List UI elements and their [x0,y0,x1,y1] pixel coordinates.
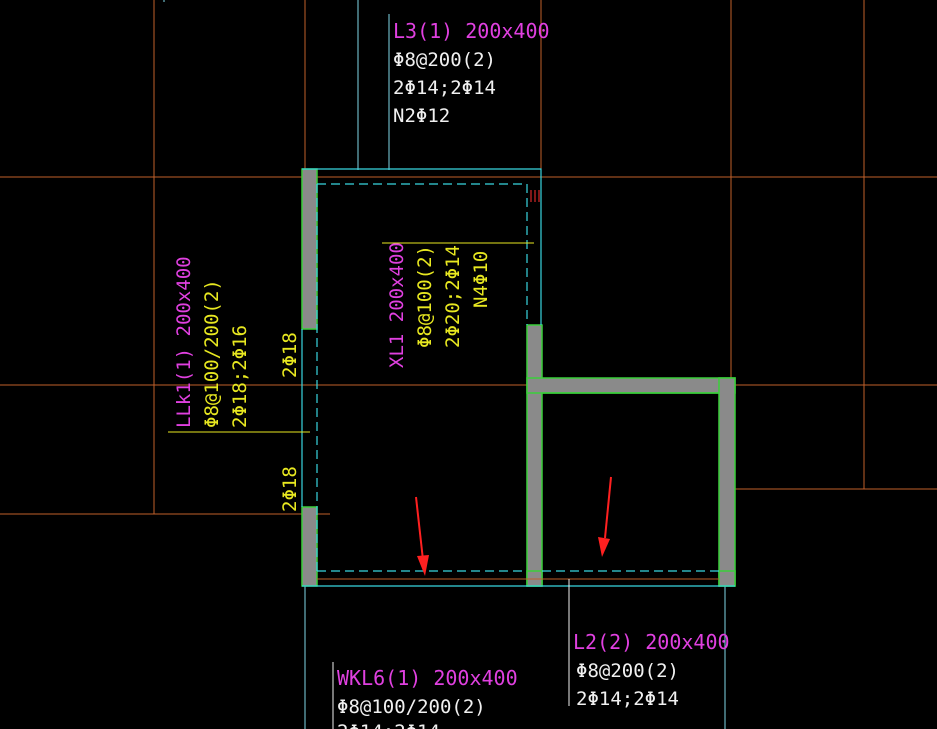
l2-main: 2Φ14;2Φ14 [576,688,679,710]
wall-segments [301,168,736,587]
llk1-stirrup: Φ8@100/200(2) [201,279,223,428]
leader-lines [168,242,570,729]
rebar-ticks [530,190,540,202]
label-supports[interactable]: 2Φ18 2Φ18 [279,332,301,512]
beam-outlines [301,168,735,587]
wall-left-upper[interactable] [301,168,318,330]
wall-left-lower[interactable] [301,506,318,587]
label-l3[interactable]: L3(1) 200x400 Φ8@200(2) 2Φ14;2Φ14 N2Φ12 [393,19,550,127]
l3-name: L3(1) 200x400 [393,19,550,43]
l3-side: N2Φ12 [393,105,450,127]
axis-lines [163,0,726,729]
xl1-main: 2Φ20;2Φ14 [442,245,464,348]
wall-right-bottom-stub[interactable] [718,570,736,587]
red-arrows [415,476,612,576]
llk1-name: LLk1(1) 200x400 [173,256,195,428]
grid-lines [0,0,937,515]
dashed-beam-lines [316,183,719,572]
arrow-right-shaft [604,476,612,539]
wall-middle-vertical[interactable] [526,324,543,587]
support-bottom-label: 2Φ18 [279,466,301,512]
xl1-side: N4Φ10 [470,251,492,308]
label-wkl6[interactable]: WKL6(1) 200x400 Φ8@100/200(2) 2Φ14;2Φ14 [337,666,518,729]
xl1-name: XL1 200x400 [386,242,408,368]
label-xl1[interactable]: XL1 200x400 Φ8@100(2) 2Φ20;2Φ14 N4Φ10 [386,242,492,368]
arrow-left-shaft [415,496,424,561]
xl1-stirrup: Φ8@100(2) [414,245,436,348]
l2-stirrup: Φ8@200(2) [576,660,679,682]
arrow-right-head [598,537,610,557]
l3-stirrup: Φ8@200(2) [393,49,496,71]
wall-right-vertical[interactable] [718,377,736,587]
l2-name: L2(2) 200x400 [573,630,730,654]
xl1-outline-outer[interactable] [302,168,542,325]
arrow-left-head [417,555,429,576]
wkl6-stirrup: Φ8@100/200(2) [337,696,486,718]
label-l2[interactable]: L2(2) 200x400 Φ8@200(2) 2Φ14;2Φ14 [573,630,730,710]
wall-right-top[interactable] [526,377,736,394]
wkl6-name: WKL6(1) 200x400 [337,666,518,690]
label-llk1[interactable]: LLk1(1) 200x400 Φ8@100/200(2) 2Φ18;2Φ16 [173,256,251,428]
llk1-main: 2Φ18;2Φ16 [229,325,251,428]
l3-main: 2Φ14;2Φ14 [393,77,496,99]
wkl6-main: 2Φ14;2Φ14 [337,721,440,729]
support-top-label: 2Φ18 [279,332,301,378]
